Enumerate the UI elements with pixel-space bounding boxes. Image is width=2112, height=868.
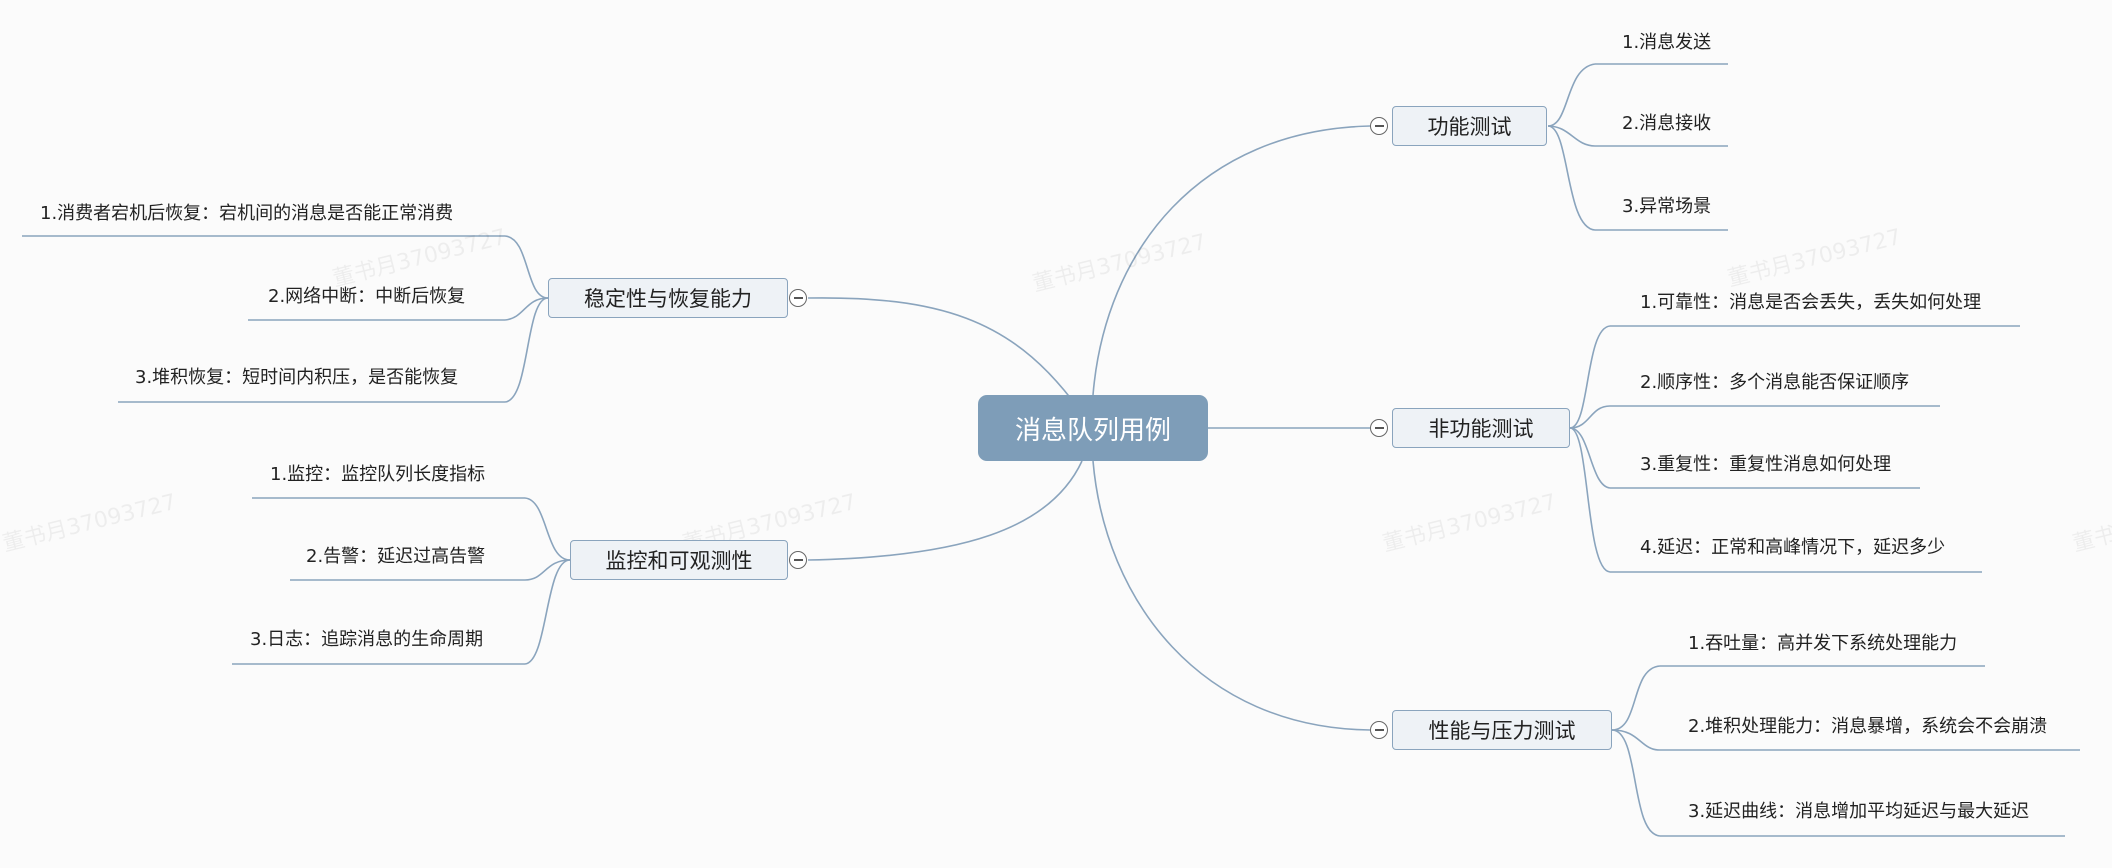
branch-stability-recovery[interactable]: 稳定性与恢复能力 — [548, 278, 788, 318]
leaf-item[interactable]: 2.顺序性：多个消息能否保证顺序 — [1640, 372, 1910, 393]
leaf-item[interactable]: 2.告警：延迟过高告警 — [306, 546, 486, 567]
leaf-item[interactable]: 4.延迟：正常和高峰情况下，延迟多少 — [1640, 537, 1946, 558]
leaf-item[interactable]: 2.消息接收 — [1622, 113, 1712, 134]
leaf-item[interactable]: 3.堆积恢复：短时间内积压，是否能恢复 — [135, 367, 459, 388]
branch-label: 性能与压力测试 — [1428, 719, 1576, 743]
branch-label: 功能测试 — [1427, 115, 1512, 139]
collapse-toggle-icon[interactable] — [1370, 721, 1388, 739]
collapse-toggle-icon[interactable] — [789, 551, 807, 569]
leaf-item[interactable]: 1.可靠性：消息是否会丢失，丢失如何处理 — [1640, 292, 1982, 313]
leaf-item[interactable]: 3.重复性：重复性消息如何处理 — [1640, 454, 1892, 475]
leaf-item[interactable]: 1.监控：监控队列长度指标 — [270, 464, 486, 485]
leaf-item[interactable]: 3.延迟曲线：消息增加平均延迟与最大延迟 — [1688, 801, 2030, 822]
branch-label: 非功能测试 — [1428, 417, 1534, 441]
branch-label: 监控和可观测性 — [605, 549, 753, 573]
leaf-item[interactable]: 1.消息发送 — [1622, 32, 1712, 53]
leaf-item[interactable]: 3.日志：追踪消息的生命周期 — [250, 629, 484, 650]
branch-label: 稳定性与恢复能力 — [584, 287, 752, 311]
leaf-item[interactable]: 1.吞吐量：高并发下系统处理能力 — [1688, 633, 1958, 654]
collapse-toggle-icon[interactable] — [1370, 419, 1388, 437]
leaf-item[interactable]: 1.消费者宕机后恢复：宕机间的消息是否能正常消费 — [40, 203, 454, 224]
leaf-item[interactable]: 2.堆积处理能力：消息暴增，系统会不会崩溃 — [1688, 716, 2048, 737]
branch-functional-test[interactable]: 功能测试 — [1392, 106, 1547, 146]
branch-non-functional-test[interactable]: 非功能测试 — [1392, 408, 1570, 448]
root-topic-label: 消息队列用例 — [1014, 415, 1171, 446]
branch-monitoring-observability[interactable]: 监控和可观测性 — [570, 540, 788, 580]
root-topic[interactable]: 消息队列用例 — [978, 395, 1208, 461]
collapse-toggle-icon[interactable] — [1370, 117, 1388, 135]
branch-performance-stress-test[interactable]: 性能与压力测试 — [1392, 710, 1612, 750]
leaf-item[interactable]: 2.网络中断：中断后恢复 — [268, 286, 466, 307]
leaf-item[interactable]: 3.异常场景 — [1622, 196, 1712, 217]
collapse-toggle-icon[interactable] — [789, 289, 807, 307]
